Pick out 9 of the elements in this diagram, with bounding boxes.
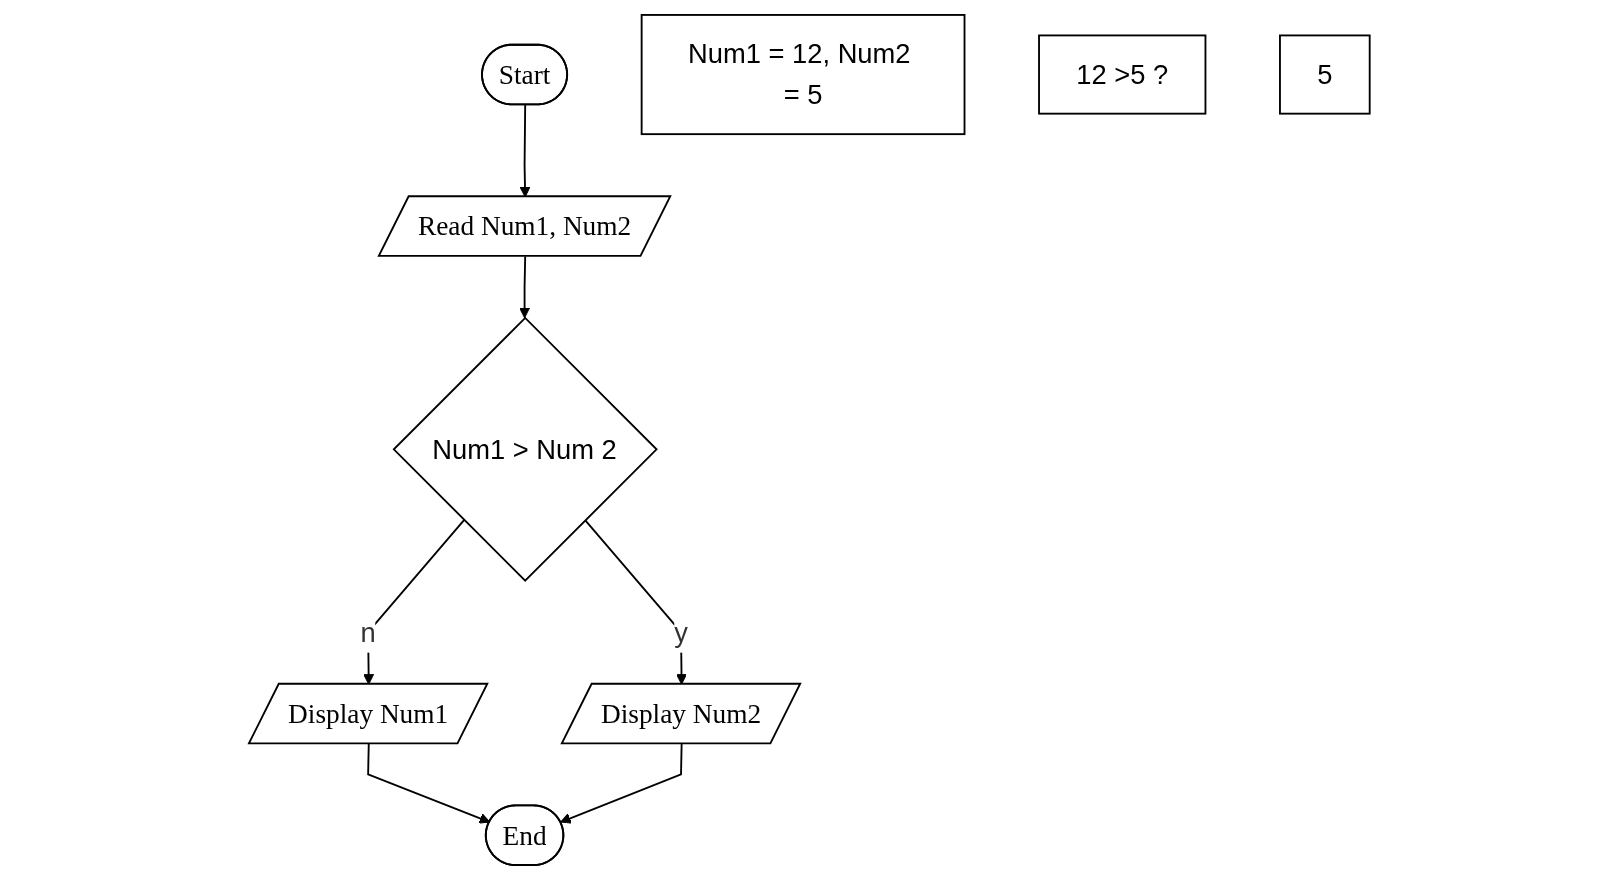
arrow <box>519 255 531 319</box>
node-box: Num1 = 12, Num2 = 5 <box>640 14 966 136</box>
arrow <box>367 743 491 824</box>
node-box: 12 >5 ? <box>1038 34 1207 115</box>
node-box: 5 <box>1279 34 1371 115</box>
node-diamond: Num1 > Num 2 <box>392 316 659 582</box>
arrow <box>560 743 683 824</box>
edge-label: n <box>360 616 376 648</box>
edge-label: y <box>674 616 689 648</box>
